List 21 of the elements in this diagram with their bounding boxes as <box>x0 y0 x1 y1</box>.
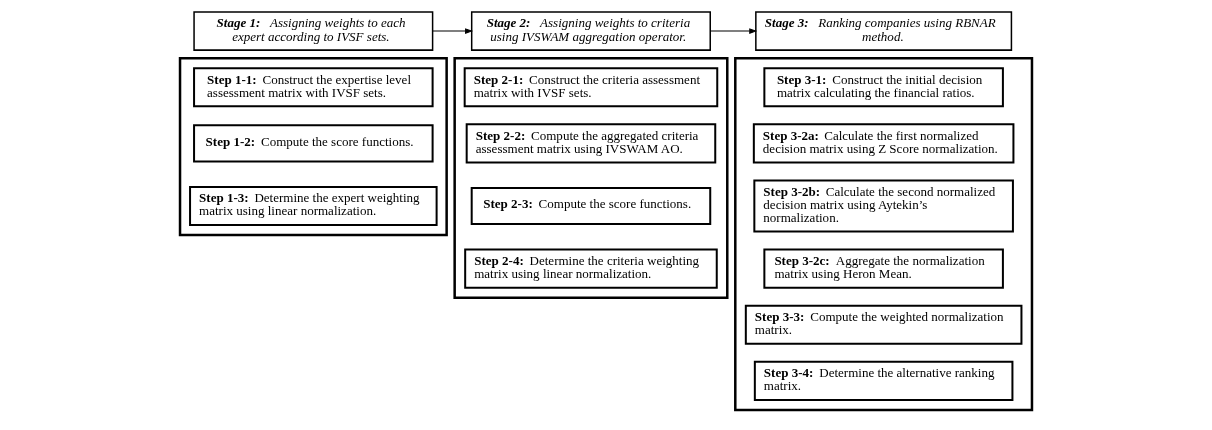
arrow <box>432 28 473 34</box>
node-box: Step 3-4: Determine the alternative ranking matrix. <box>753 360 1014 401</box>
node-box: Step 3-1: Construct the initial decision matrix calculating the financial ratios. <box>763 67 1004 108</box>
node-box: Step 3-2a: Calculate the first normalized decision matrix using Z Score normalization. <box>752 123 1015 164</box>
node-box: Stage 2: Assigning weights to criteria using IVSWAM aggregation operator. <box>470 11 711 51</box>
arrow <box>709 28 757 34</box>
node-box: Step 2-3: Compute the score functions. <box>470 186 712 225</box>
node-box: Step 1-2: Compute the score functions. <box>193 124 434 163</box>
node-box: Step 3-2c: Aggregate the normalization matrix using Heron Mean. <box>763 248 1004 289</box>
node-box: Stage 3: Ranking companies using RBNAR method. <box>755 11 1013 51</box>
node-box: Step 2-2: Compute the aggregated criteria assessment matrix using IVSWAM AO. <box>465 123 717 164</box>
cluster <box>178 56 448 237</box>
node-box: Step 3-3: Compute the weighted normalization matrix. <box>744 304 1023 345</box>
node-box: Step 1-1: Construct the expertise level assessment matrix with IVSF sets. <box>193 67 434 108</box>
node-box: Step 3-2b: Calculate the second normalized decision matrix using Aytekin’s normalization. <box>753 179 1014 233</box>
node-box: Step 2-4: Determine the criteria weighting matrix using linear normalization. <box>464 248 718 289</box>
node-box: Step 1-3: Determine the expert weighting matrix using linear normalization. <box>189 185 438 226</box>
node-box: Stage 1: Assigning weights to each expert according to IVSF sets. <box>193 11 434 51</box>
cluster <box>453 56 729 299</box>
cluster <box>734 56 1034 412</box>
node-box: Step 2-1: Construct the criteria assessment matrix with IVSF sets. <box>463 67 719 108</box>
